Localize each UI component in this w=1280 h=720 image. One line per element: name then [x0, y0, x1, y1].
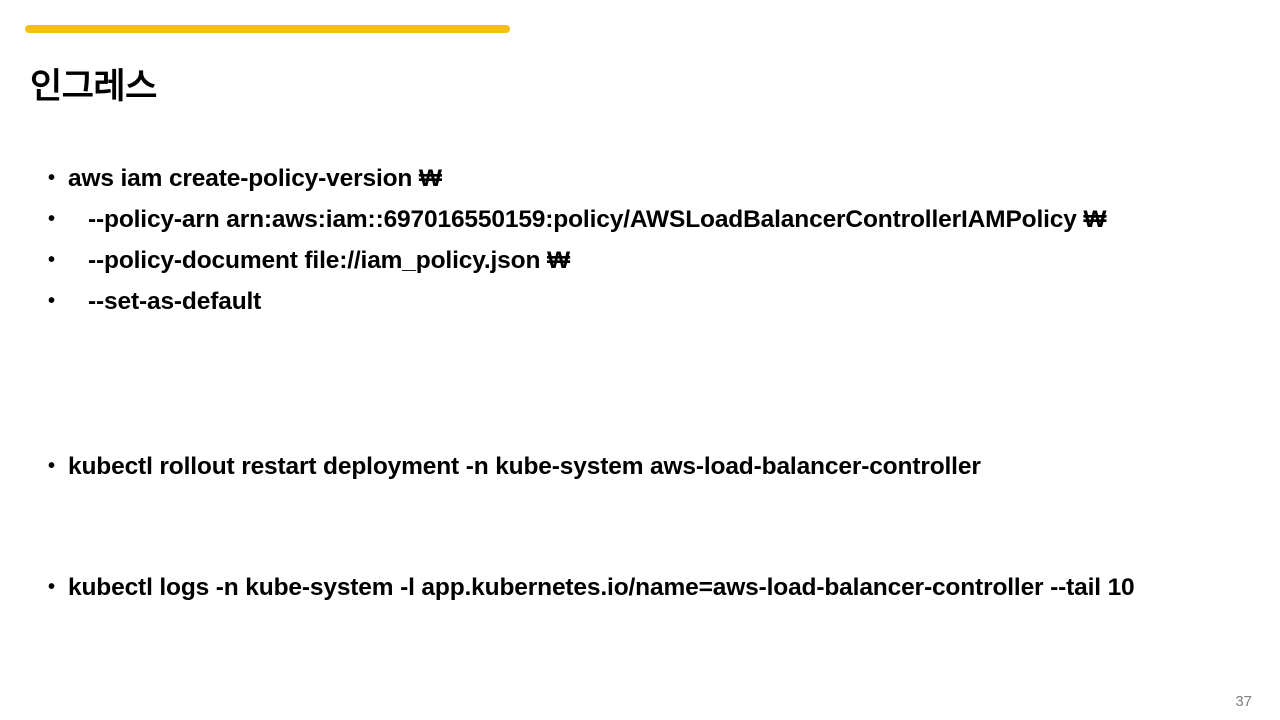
title-accent-bar	[25, 25, 510, 33]
bullet-text: --set-as-default	[68, 288, 262, 315]
bullet-text: --policy-arn arn:aws:iam::697016550159:p…	[68, 206, 1107, 233]
list-item: --policy-arn arn:aws:iam::697016550159:p…	[40, 199, 1255, 240]
list-item: aws iam create-policy-version ₩	[40, 158, 1255, 199]
list-item: kubectl logs -n kube-system -l app.kuber…	[40, 567, 1255, 608]
list-item: --set-as-default	[40, 281, 1255, 322]
bullet-text: --policy-document file://iam_policy.json…	[68, 247, 570, 274]
page-number: 37	[1235, 693, 1252, 710]
list-item: --policy-document file://iam_policy.json…	[40, 240, 1255, 281]
list-item: kubectl rollout restart deployment -n ku…	[40, 446, 1255, 487]
page-title: 인그레스	[30, 67, 157, 107]
bullet-text: kubectl rollout restart deployment -n ku…	[68, 453, 981, 480]
bullet-text: kubectl logs -n kube-system -l app.kuber…	[68, 574, 1135, 601]
bullet-text: aws iam create-policy-version ₩	[68, 165, 442, 192]
command-bullet-list: aws iam create-policy-version ₩ --policy…	[40, 158, 1255, 608]
